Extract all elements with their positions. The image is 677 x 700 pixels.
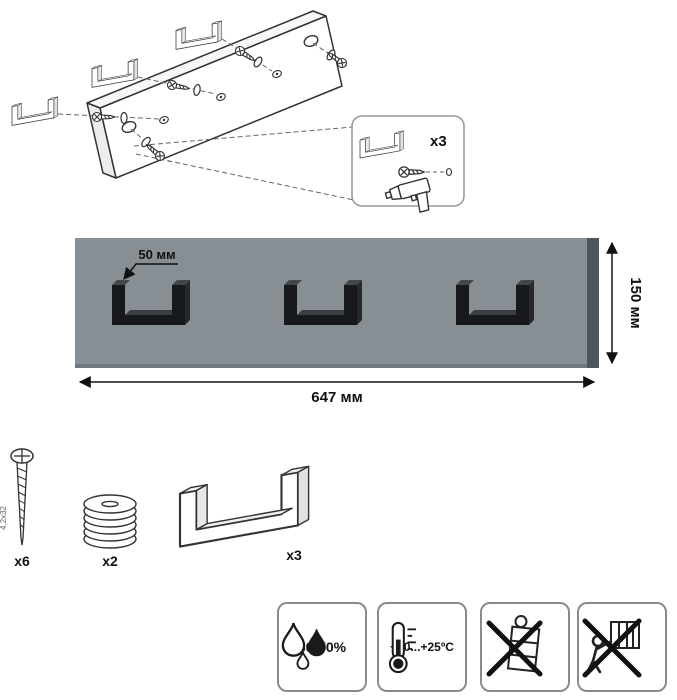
hook-width-dimension: 50 мм [123,247,178,280]
wall-board [86,10,343,179]
hook-item [178,465,310,548]
pilot-hole [445,167,453,177]
callout-frame [351,115,465,207]
callout-count-label: x3 [430,133,447,150]
panel-width-dimension: 647 мм [78,376,596,406]
drill-icon [384,177,431,213]
temperature-range-label: +10...+25ºC [390,640,454,654]
panel-height-dimension: 150 мм [606,241,644,365]
product-dimension-view: 50 мм 647 мм 150 мм [75,238,644,406]
no-drag-furniture-icon [486,615,543,677]
assembly-detail-callout: x3 [351,115,465,213]
panel-width-label: 647 мм [311,389,362,406]
warning-box-no-climb [577,602,667,692]
hook-bracket-exploded-3 [175,20,223,50]
washer-count-label: x2 [102,553,118,569]
washer-stack [83,494,137,549]
panel-height-label: 150 мм [627,277,644,328]
no-climb-furniture-icon [582,618,642,678]
exploded-assembly-diagram: x3 [11,10,465,213]
hanger-panel [75,238,599,368]
hook-count-label: x3 [286,547,302,563]
hook-width-label: 50 мм [138,247,175,262]
warning-box-temperature: +10...+25ºC [377,602,467,692]
screw-size-label: 4,2x32 [0,505,8,530]
warning-box-no-drag [480,602,570,692]
hook-bracket-exploded-1 [11,96,59,126]
water-drops-icon [281,622,326,670]
hardware-list: 4,2x32 x6 x2 x3 [0,448,310,569]
screw-count-label: x6 [14,553,30,569]
warning-box-humidity: 60-70% [277,602,367,692]
thermometer-icon [388,621,416,673]
hook-bracket-exploded-2 [91,58,139,88]
screw-item [10,448,34,546]
